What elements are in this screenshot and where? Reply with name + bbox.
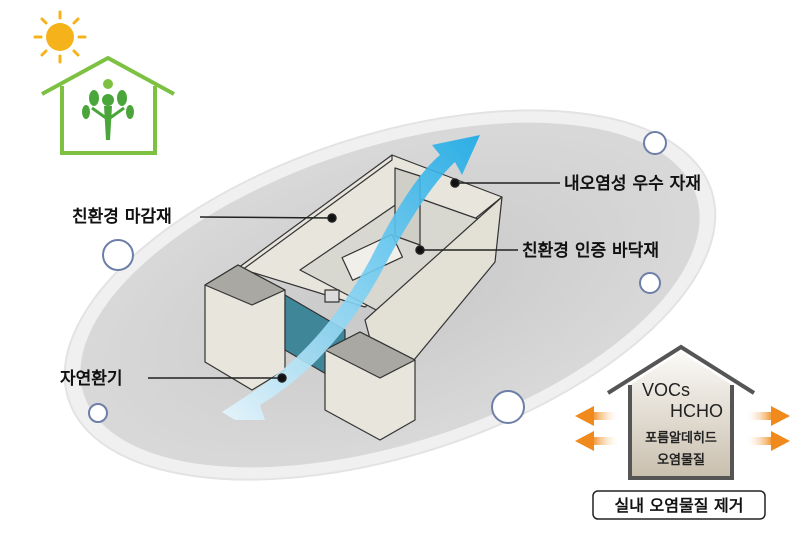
pollutant-removal-caption: 실내 오염물질 제거 [615, 496, 744, 515]
decorative-bubbles [88, 131, 667, 424]
pollutant-house: VOCs HCHO 포름알데히드 오염물질 실내 오염물질 제거 [575, 344, 790, 520]
label-ventilation: 자연환기 [60, 369, 123, 389]
eco-house-icon [41, 55, 175, 155]
hcho-label: HCHO [670, 401, 723, 421]
sun-icon [33, 10, 87, 64]
label-stain-resistant: 내오염성 우수 자재 [564, 174, 701, 194]
pollutant-label: 오염물질 [657, 452, 705, 468]
outflow-arrow-icon [575, 406, 790, 451]
label-eco-finish: 친환경 마감재 [72, 207, 172, 227]
label-certified-floor: 친환경 인증 바닥재 [522, 241, 659, 261]
leader-lines [148, 178, 560, 383]
formaldehyde-label: 포름알데히드 [645, 430, 717, 446]
tree-person-icon [82, 79, 134, 140]
voc-label: VOCs [642, 380, 690, 400]
airflow-arrow-icon [222, 135, 480, 420]
